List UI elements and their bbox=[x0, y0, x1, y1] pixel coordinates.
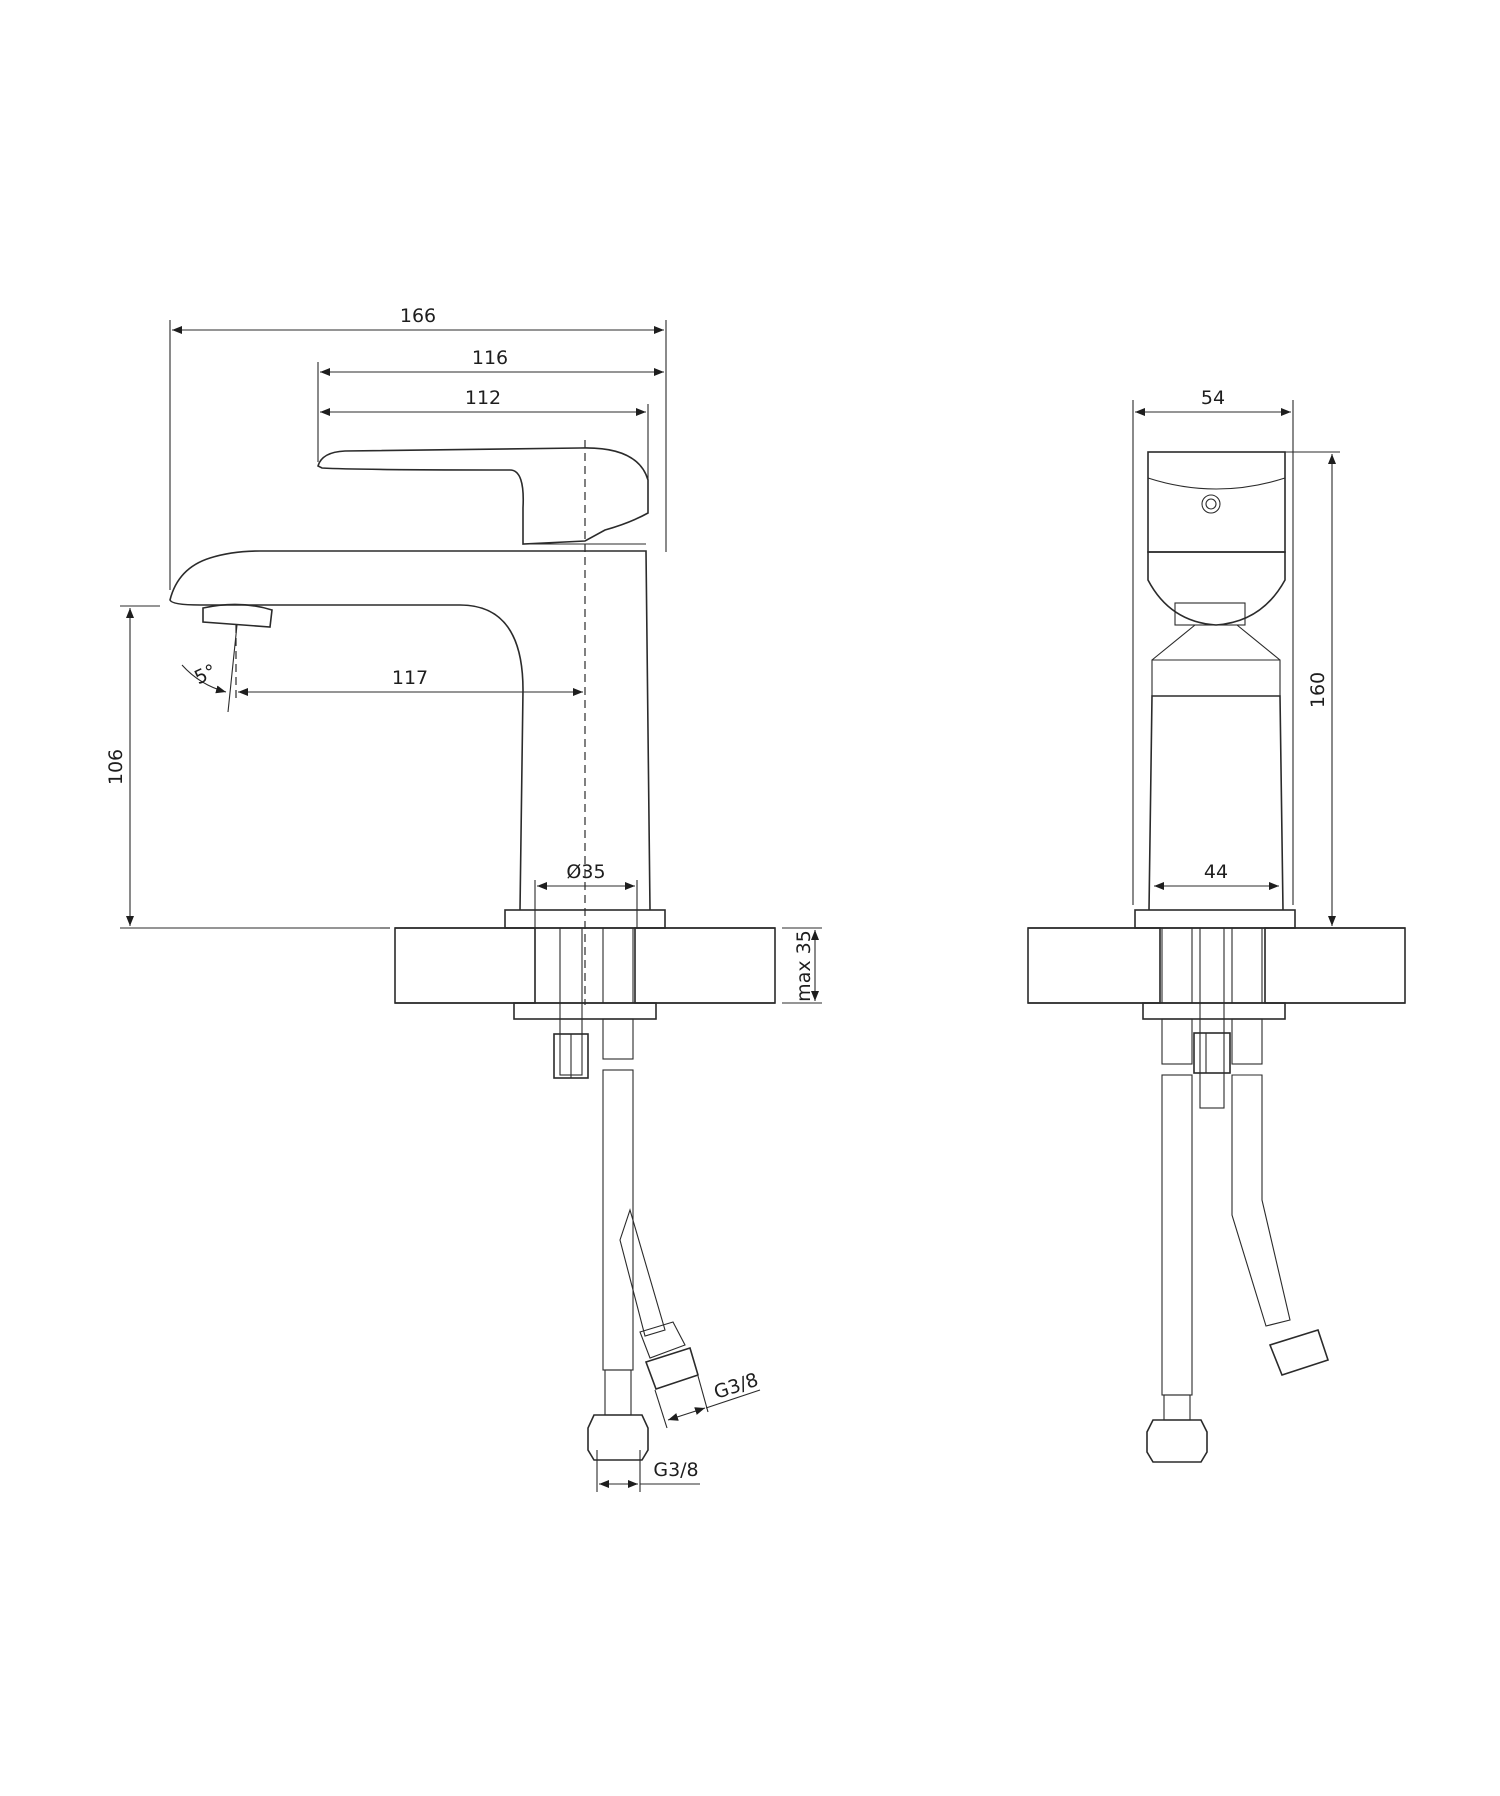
supply-hoses bbox=[587, 1018, 699, 1461]
dim-max-countertop: max 35 bbox=[793, 930, 815, 1002]
mounting-washer bbox=[513, 1002, 657, 1020]
lever-handle-front bbox=[1147, 451, 1286, 553]
dim-overall-depth: 166 bbox=[400, 305, 436, 327]
countertop-section-front bbox=[1027, 927, 1406, 1004]
faucet-body bbox=[169, 550, 651, 911]
mounting-washer-front bbox=[1142, 1002, 1286, 1020]
mounting-nut-front bbox=[1193, 1032, 1231, 1074]
dim-spout-angle: 5° bbox=[191, 660, 220, 689]
indicator-icon bbox=[1201, 494, 1221, 514]
dim-overall-width: 54 bbox=[1201, 387, 1225, 409]
aerator bbox=[202, 603, 273, 628]
dim-body-width: 44 bbox=[1204, 861, 1228, 883]
front-view-dimensions: 54 160 44 bbox=[1132, 387, 1340, 926]
dim-spout-reach: 117 bbox=[392, 667, 428, 689]
braided-hose-section bbox=[602, 927, 634, 1004]
dim-hose-thread-1: G3/8 bbox=[653, 1459, 698, 1481]
threaded-rod-front bbox=[1199, 927, 1225, 1109]
supply-hoses-front bbox=[1146, 1018, 1330, 1463]
side-view: 166 116 112 117 5° 106 Ø bbox=[105, 305, 822, 1492]
side-view-dimensions: 166 116 112 117 5° 106 Ø bbox=[105, 305, 822, 1492]
countertop-section bbox=[380, 927, 776, 1004]
dim-lever-length: 112 bbox=[465, 387, 501, 409]
dim-spout-height: 106 bbox=[105, 749, 127, 785]
dim-lever-to-back: 116 bbox=[472, 347, 508, 369]
hose-nut-1 bbox=[587, 1414, 649, 1461]
faucet-body-front bbox=[1148, 695, 1284, 911]
dim-base-diameter: Ø35 bbox=[566, 861, 605, 883]
lever-handle bbox=[317, 447, 649, 545]
front-view: 54 160 44 bbox=[1027, 387, 1406, 1463]
dim-overall-height: 160 bbox=[1307, 672, 1329, 708]
base-plate-front bbox=[1134, 909, 1296, 929]
hose-nut-2 bbox=[644, 1346, 699, 1391]
lever-base-front bbox=[1147, 551, 1286, 626]
